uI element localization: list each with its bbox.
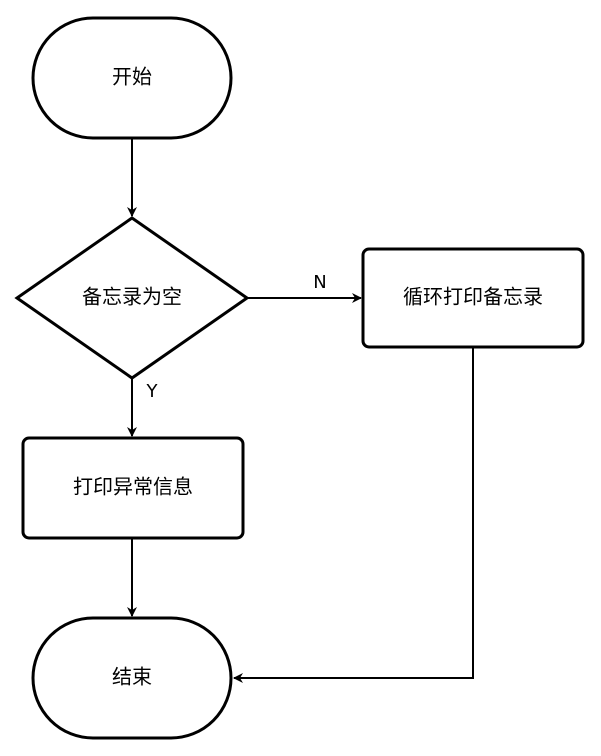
end-node: 结束 [31,616,233,740]
edge-no-label: N [313,272,326,293]
loop-print-node: 循环打印备忘录 [361,247,585,349]
start-node: 开始 [31,16,233,140]
decision-label: 备忘录为空 [82,285,182,309]
edge-yes-label: Y [146,381,159,402]
edge-loop-to-end [233,347,474,683]
print-error-node: 打印异常信息 [21,436,245,540]
print-error-label: 打印异常信息 [73,475,193,499]
loop-print-label: 循环打印备忘录 [403,285,543,309]
end-label: 结束 [112,665,152,689]
start-label: 开始 [112,65,152,89]
decision-node: 备忘录为空 [14,216,250,380]
